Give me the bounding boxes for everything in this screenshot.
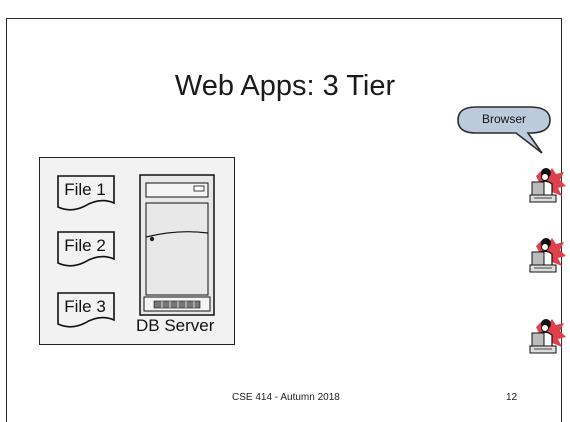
file-label: File 1 [64,180,106,199]
file-3: File 3 [57,292,117,328]
slide-title: Web Apps: 3 Tier [174,70,396,102]
document-icon [57,292,115,328]
browser-speech-bubble [457,106,551,154]
page-number: 12 [506,392,518,403]
server-icon [139,174,215,316]
footer-course: CSE 414 - Autumn 2018 [232,392,340,403]
user-at-computer-icon [529,168,566,203]
user-at-computer-icon [529,319,566,354]
browser-label: Browser [481,112,526,126]
document-icon [57,231,115,267]
db-server-label: DB Server [136,316,215,335]
document-icon [57,175,115,211]
file-label: File 3 [64,297,106,316]
file-2: File 2 [57,231,117,267]
user-at-computer-icon [529,238,566,273]
file-1: File 1 [57,175,117,211]
file-label: File 2 [64,236,106,255]
